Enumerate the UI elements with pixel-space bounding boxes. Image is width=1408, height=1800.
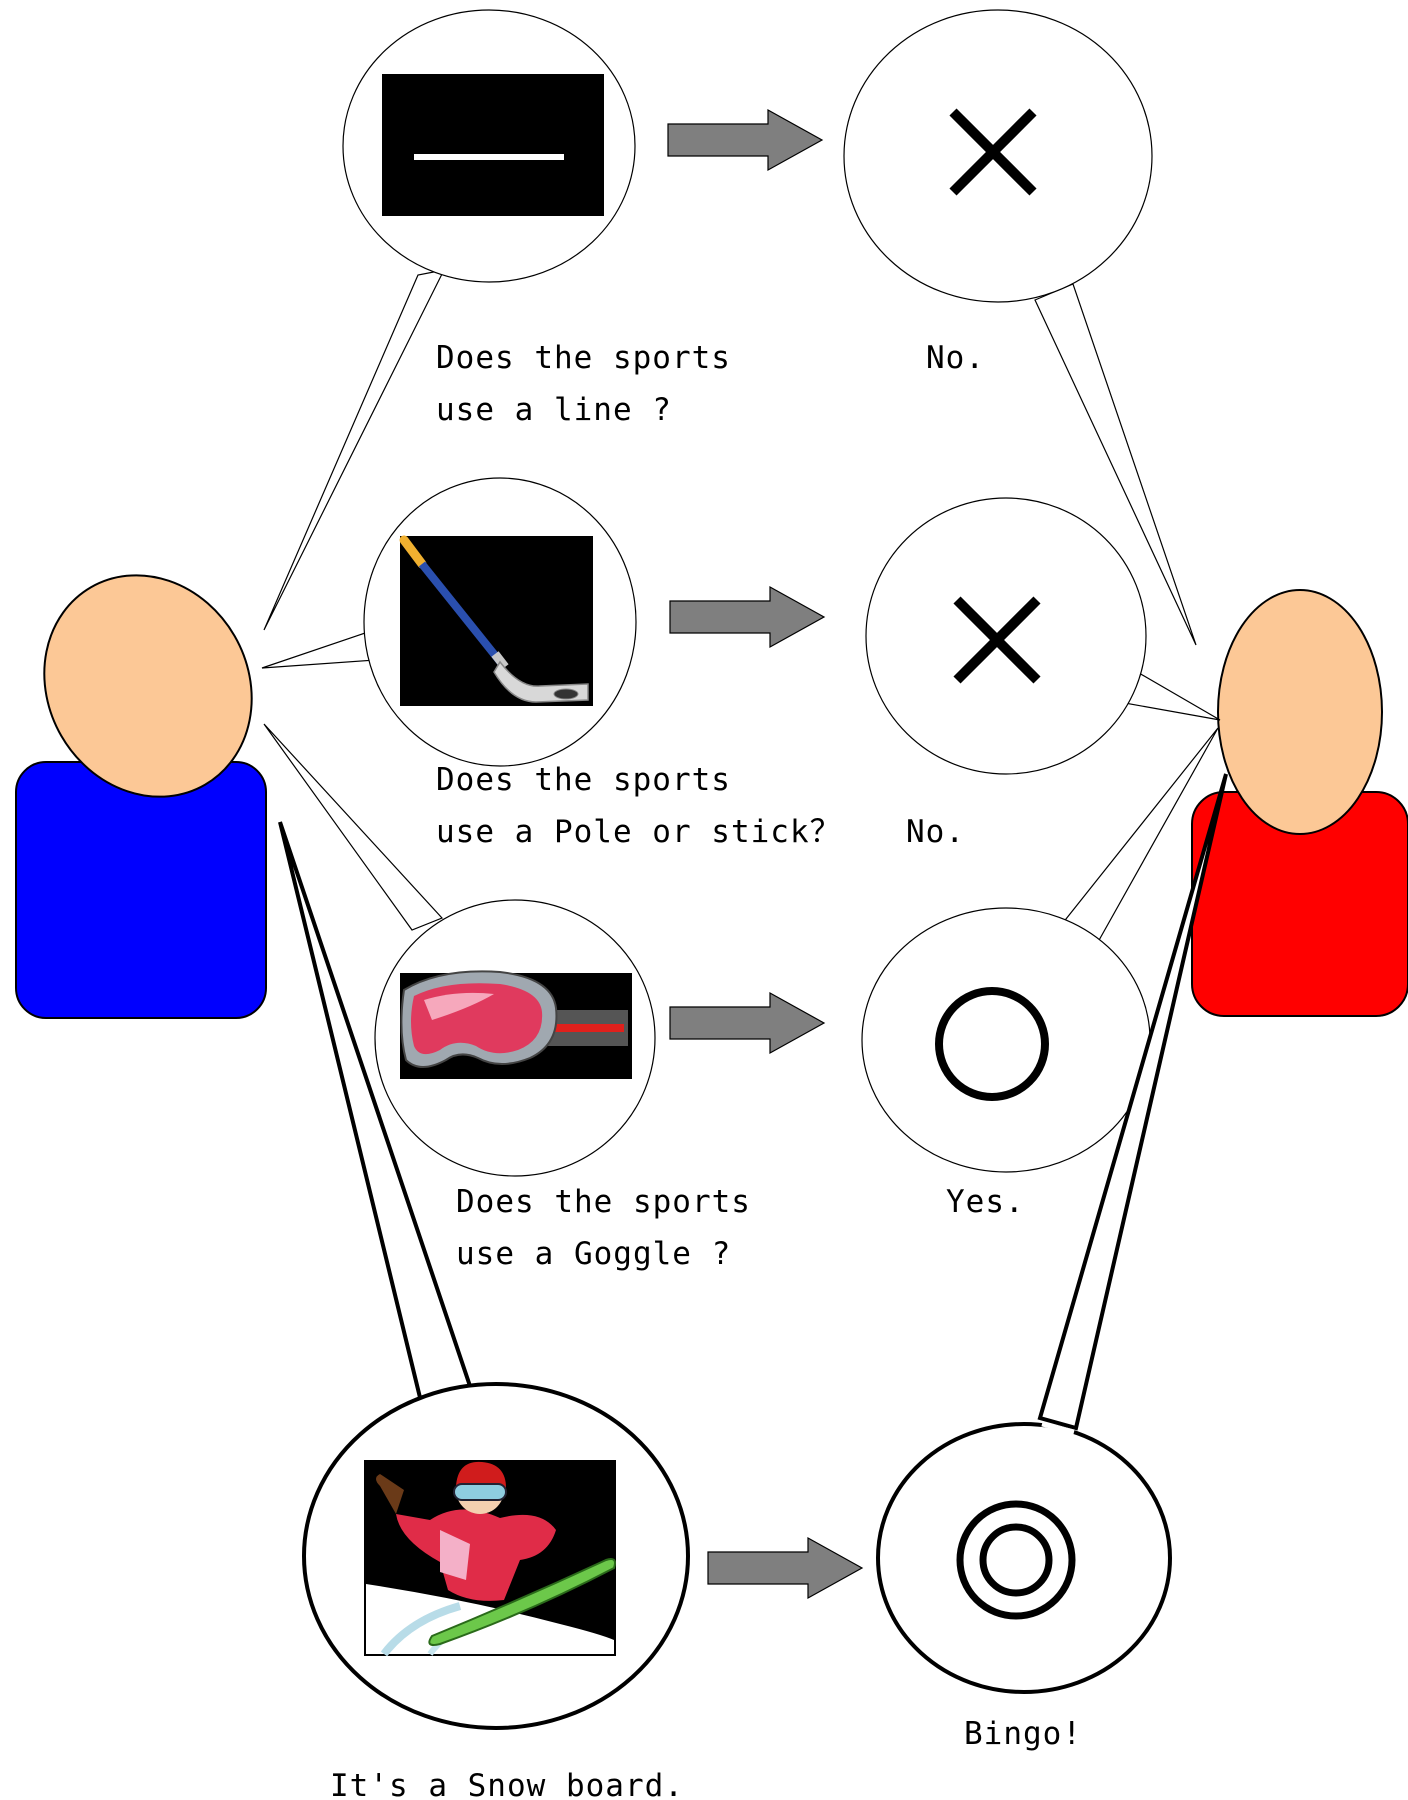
bubble-tail — [1037, 773, 1228, 1431]
double-circle-mark-icon — [956, 1500, 1076, 1620]
snowboarder-icon — [364, 1460, 616, 1657]
question-bubble-goggle — [263, 723, 656, 1177]
arrow-4 — [707, 1536, 864, 1600]
statement-bubble-snowboard — [278, 821, 690, 1730]
question-text-goggle: use a Goggle ? — [456, 1236, 731, 1272]
answerer-head — [1217, 589, 1383, 835]
question-text-goggle: Does the sports — [456, 1184, 751, 1220]
answer-text: No. — [906, 814, 965, 850]
arrow-2 — [669, 585, 826, 649]
answer-bubble-no-2 — [865, 497, 1221, 775]
question-text-line: Does the sports — [436, 340, 731, 376]
question-text-stick: Does the sports — [436, 762, 731, 798]
cross-mark-icon — [953, 596, 1041, 684]
arrow-1 — [667, 108, 824, 172]
line-card-icon — [382, 74, 604, 216]
bubble-seam — [424, 1391, 472, 1421]
arrow-3 — [669, 991, 826, 1055]
questioner-head — [43, 574, 253, 798]
circle-mark-icon — [935, 987, 1049, 1101]
hockey-stick-icon — [399, 535, 593, 706]
questioner-person — [15, 574, 267, 1019]
answer-text: No. — [926, 340, 985, 376]
questioner-body — [15, 761, 267, 1019]
ski-goggle-icon — [400, 970, 632, 1079]
bubble-tail — [263, 269, 446, 631]
answer-text: Yes. — [946, 1184, 1025, 1220]
statement-text: It's a Snow board. — [330, 1768, 684, 1800]
cross-mark-icon — [949, 108, 1037, 196]
answerer-person — [1191, 589, 1408, 1017]
bubble-seam — [1041, 1421, 1075, 1435]
answer-text-bingo: Bingo! — [964, 1716, 1082, 1752]
bubble-outline — [861, 907, 1151, 1173]
bubble-tail — [263, 723, 444, 931]
answer-bubble-yes — [861, 727, 1219, 1173]
answer-bubble-bingo — [876, 773, 1228, 1694]
question-bubble-line — [263, 9, 636, 631]
question-text-stick: use a Pole or stick？ — [436, 814, 842, 850]
bubble-tail — [261, 629, 377, 669]
question-bubble-stick — [261, 477, 637, 767]
question-text-line: use a line ? — [436, 392, 672, 428]
answer-bubble-no-1 — [843, 9, 1197, 646]
bubble-outline — [876, 1422, 1172, 1694]
